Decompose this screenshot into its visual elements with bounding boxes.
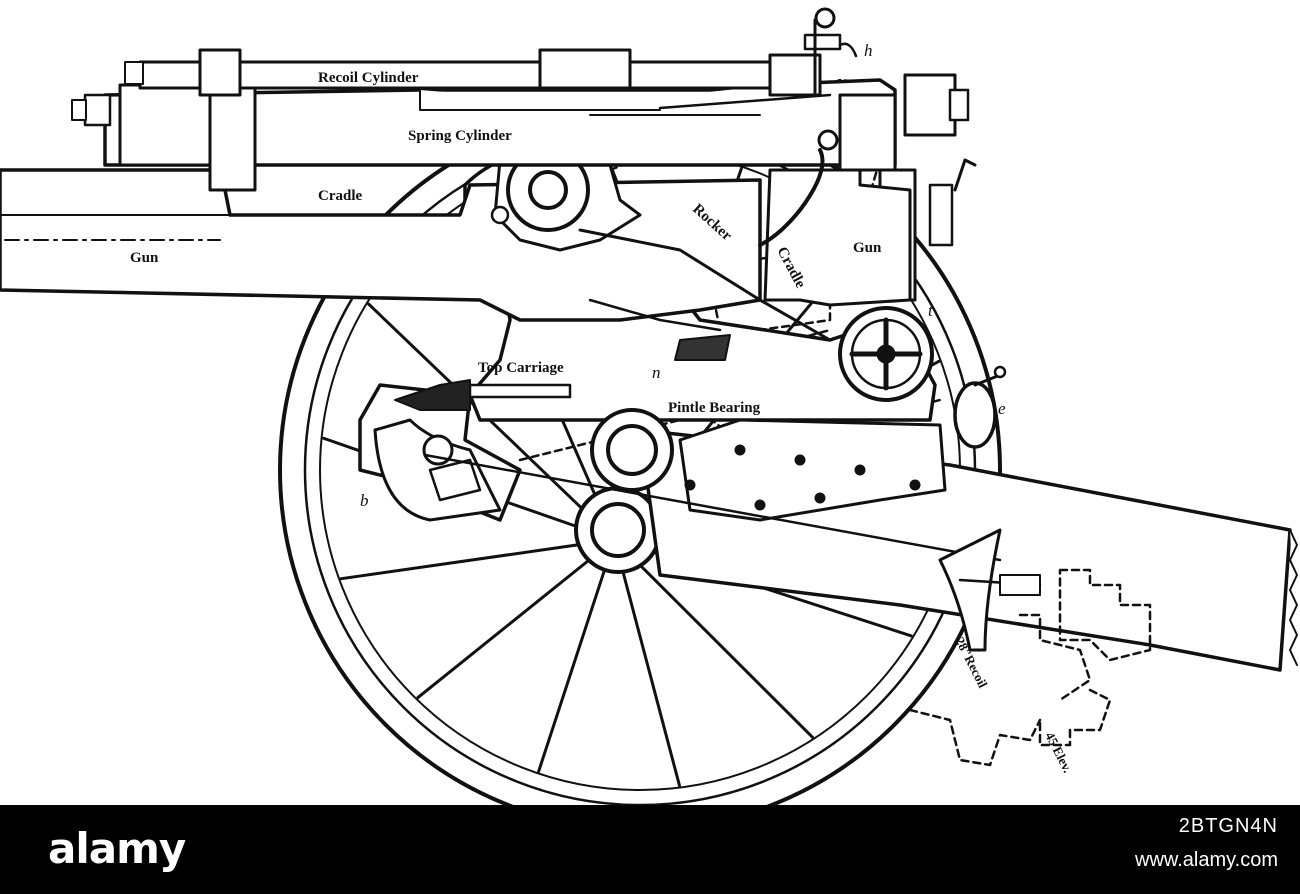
bolt — [684, 479, 696, 491]
image-id: 2BTGN4N — [1178, 815, 1278, 837]
label-gun-left: Gun — [130, 250, 159, 266]
label-gun-right: Gun — [853, 240, 882, 256]
wheel-spoke — [537, 570, 606, 773]
letter-b: b — [360, 491, 369, 510]
breech — [763, 73, 977, 307]
letter-n: n — [652, 363, 661, 382]
wheel-spoke — [416, 559, 589, 700]
spade — [938, 528, 1042, 652]
letter-e: e — [998, 399, 1006, 418]
label-top-carriage: Top Carriage — [478, 360, 564, 376]
bolt — [794, 454, 806, 466]
wheel-spoke — [621, 572, 681, 788]
handwheel-e — [953, 365, 1007, 449]
label-cradle: Cradle — [318, 188, 363, 204]
labels: Recoil Cylinder Spring Cylinder Cradle G… — [130, 41, 1075, 775]
letter-t: t — [928, 301, 934, 320]
rocker-arm — [578, 7, 858, 342]
elevating-arc — [373, 418, 1002, 562]
letter-h: h — [864, 41, 873, 60]
gun-carriage-diagram: Recoil Cylinder Spring Cylinder Cradle G… — [0, 7, 1298, 832]
wheel-spoke — [339, 543, 579, 581]
bolt — [909, 479, 921, 491]
cradle — [0, 168, 762, 322]
site-url: www.alamy.com — [1135, 849, 1278, 871]
diagram-canvas: Recoil Cylinder Spring Cylinder Cradle G… — [0, 7, 1298, 832]
label-pintle-bearing: Pintle Bearing — [668, 400, 761, 416]
bolt — [854, 464, 866, 476]
wheel-spoke — [640, 565, 814, 739]
alamy-logo: alamy — [48, 824, 186, 873]
recoil-cylinder — [124, 48, 832, 116]
trunnion — [490, 138, 642, 252]
watermark-bar: alamy 2BTGN4N www.alamy.com — [0, 805, 1300, 894]
bolt — [814, 492, 826, 504]
rocker-plate — [678, 418, 947, 522]
bolt — [754, 499, 766, 511]
label-recoil-cylinder: Recoil Cylinder — [318, 70, 419, 86]
label-spring-cylinder: Spring Cylinder — [408, 128, 512, 144]
bolt — [734, 444, 746, 456]
handwheel-t — [838, 306, 934, 402]
